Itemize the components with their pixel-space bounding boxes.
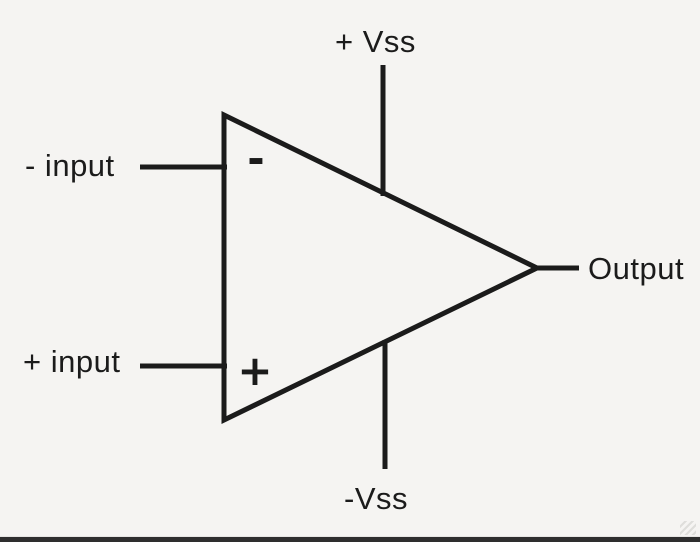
label-inverting-input: - input (25, 148, 115, 183)
inverting-input-symbol: - (247, 134, 264, 183)
label-positive-supply: + Vss (335, 24, 416, 59)
label-output: Output (588, 251, 685, 286)
bottom-bar (0, 536, 700, 542)
noninverting-input-symbol: + (237, 346, 272, 395)
label-noninverting-input: + input (23, 344, 121, 379)
label-negative-supply: -Vss (344, 481, 408, 516)
resize-grip-icon[interactable] (680, 521, 696, 535)
